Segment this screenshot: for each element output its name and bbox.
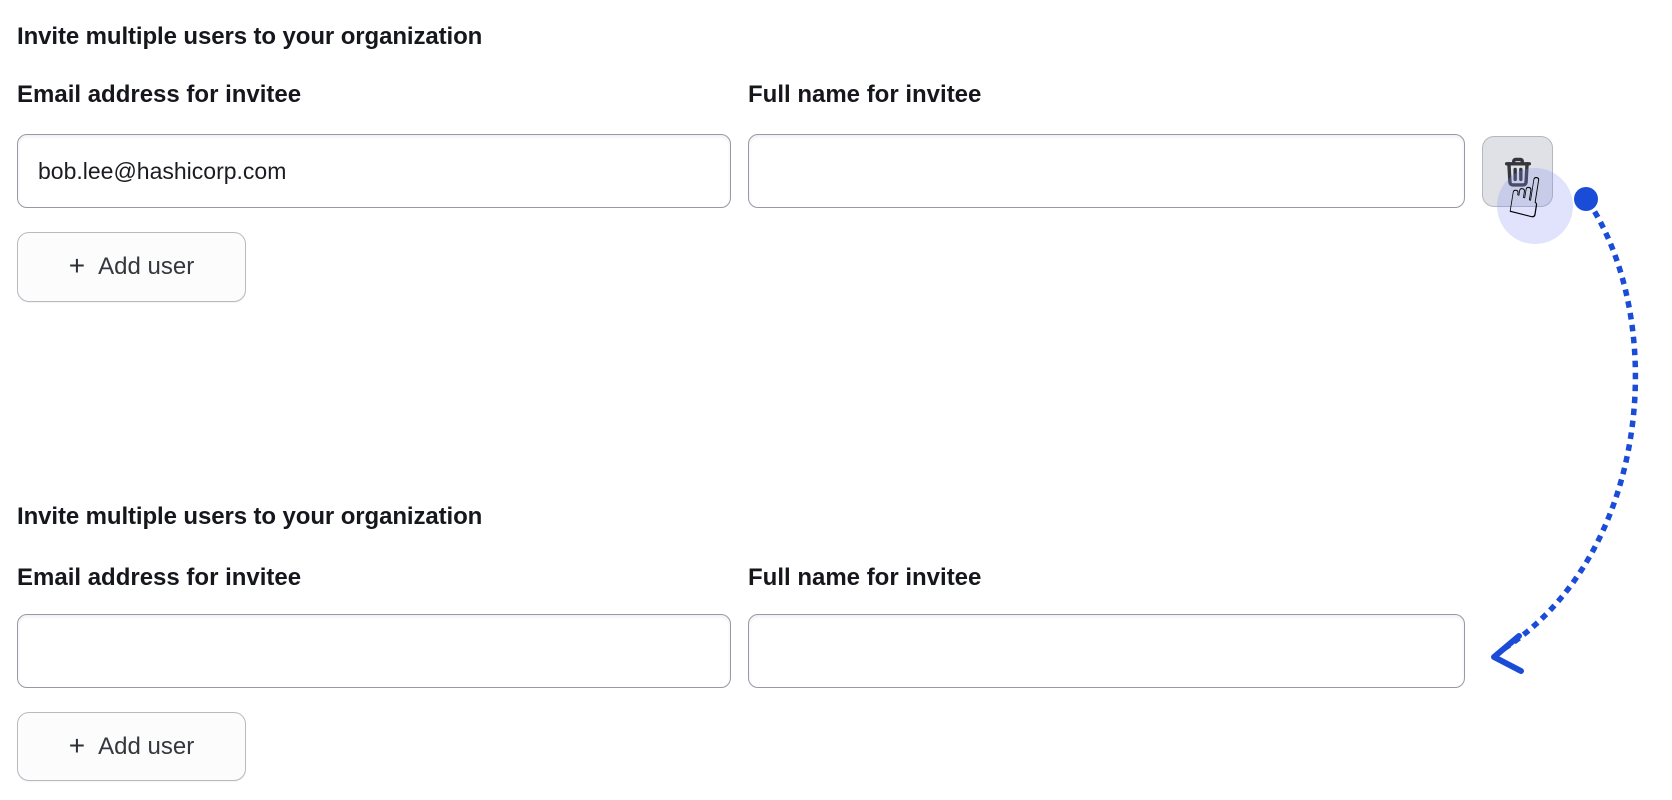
arrow-dotted-path [1498, 210, 1639, 654]
form2-add-user-button[interactable]: + Add user [17, 712, 246, 781]
form1-add-user-button[interactable]: + Add user [17, 232, 246, 302]
form1-add-user-label: Add user [98, 253, 195, 280]
form1-heading: Invite multiple users to your organizati… [17, 23, 483, 50]
form2-email-label: Email address for invitee [17, 564, 302, 591]
form2-name-label: Full name for invitee [748, 564, 982, 591]
delete-row-button[interactable] [1482, 136, 1553, 207]
form2-name-input[interactable] [748, 614, 1465, 688]
plus-icon: + [68, 250, 86, 281]
form1-name-input[interactable] [748, 134, 1465, 208]
arrowhead-icon [1491, 633, 1524, 674]
trash-icon [1504, 157, 1531, 187]
form1-email-label: Email address for invitee [17, 81, 302, 108]
form2-email-input[interactable] [17, 614, 731, 688]
arrow-start-dot [1574, 187, 1598, 211]
form2-heading: Invite multiple users to your organizati… [17, 503, 483, 530]
form1-name-label: Full name for invitee [748, 81, 982, 108]
form1-email-input[interactable] [17, 134, 731, 208]
plus-icon: + [68, 729, 86, 761]
form2-add-user-label: Add user [98, 732, 195, 760]
